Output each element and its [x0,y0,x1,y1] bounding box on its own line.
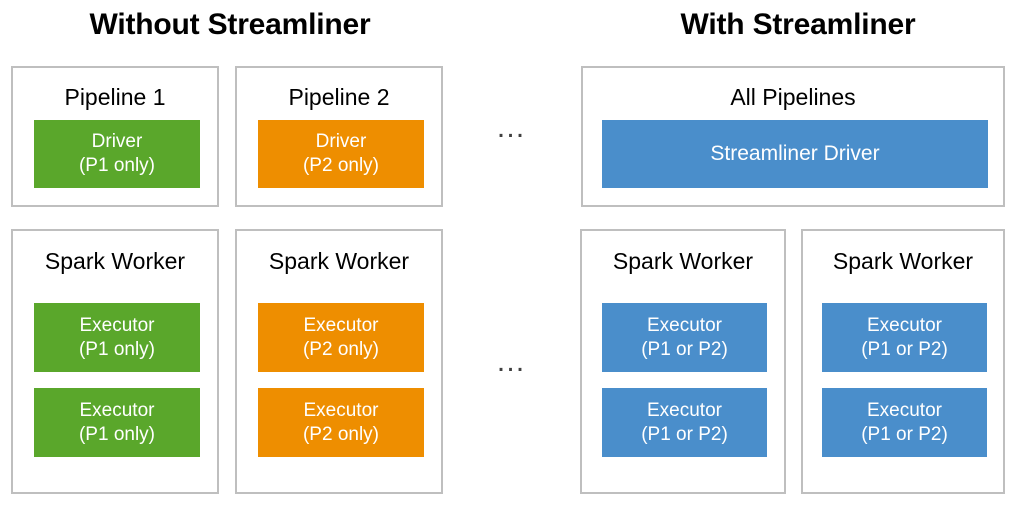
pipeline-card-2: Pipeline 2 Driver (P2 only) [235,66,443,207]
executor-block-w3-e1-line1: Executor [647,314,722,336]
executor-block-w1-e1: Executor (P1 only) [34,303,200,372]
spark-worker-card-2-label: Spark Worker [268,248,410,274]
executor-block-w4-e2: Executor (P1 or P2) [822,388,987,457]
ellipsis-workers: … [495,345,529,378]
driver-block-p2-line2: (P2 only) [302,155,380,176]
streamliner-driver-block-line1: Streamliner Driver [710,142,880,165]
spark-worker-card-2: Spark Worker Executor (P2 only) Executor… [235,229,443,494]
driver-block-p1-line1: Driver [91,131,143,152]
executor-block-w2-e1-line1: Executor [303,314,379,336]
section-title-without-streamliner: Without Streamliner [89,8,371,41]
executor-block-w3-e1: Executor (P1 or P2) [602,303,767,372]
executor-block-w1-e2: Executor (P1 only) [34,388,200,457]
driver-block-p1-line2: (P1 only) [78,155,156,176]
executor-block-w4-e1-line1: Executor [867,314,942,336]
executor-block-w1-e2-line1: Executor [79,399,155,421]
ellipsis-pipelines: … [495,111,529,144]
executor-block-w2-e2-line1: Executor [303,399,379,421]
executor-block-w2-e2-line2: (P2 only) [302,423,380,445]
all-pipelines-card-label: All Pipelines [730,84,856,110]
executor-block-w2-e1-line2: (P2 only) [302,338,380,360]
streamliner-driver-block: Streamliner Driver [602,120,988,188]
section-title-with-streamliner: With Streamliner [680,8,916,41]
executor-block-w4-e2-line1: Executor [867,399,942,421]
executor-block-w4-e1-line2: (P1 or P2) [861,338,948,360]
spark-worker-card-4-label: Spark Worker [832,248,974,274]
spark-worker-card-3-label: Spark Worker [612,248,754,274]
spark-worker-card-3: Spark Worker Executor (P1 or P2) Executo… [580,229,786,494]
spark-worker-card-1-label: Spark Worker [44,248,186,274]
pipeline-card-2-label: Pipeline 2 [288,84,390,110]
all-pipelines-card: All Pipelines Streamliner Driver [581,66,1005,207]
spark-worker-card-1: Spark Worker Executor (P1 only) Executor… [11,229,219,494]
executor-block-w3-e2-line1: Executor [647,399,722,421]
executor-block-w2-e2: Executor (P2 only) [258,388,424,457]
executor-block-w3-e1-line2: (P1 or P2) [641,338,728,360]
pipeline-card-1: Pipeline 1 Driver (P1 only) [11,66,219,207]
driver-block-p2: Driver (P2 only) [258,120,424,188]
pipeline-card-1-label: Pipeline 1 [64,84,166,110]
executor-block-w1-e1-line2: (P1 only) [78,338,156,360]
executor-block-w3-e2: Executor (P1 or P2) [602,388,767,457]
driver-block-p2-line1: Driver [315,131,367,152]
executor-block-w3-e2-line2: (P1 or P2) [641,423,728,445]
executor-block-w1-e2-line2: (P1 only) [78,423,156,445]
spark-worker-card-4: Spark Worker Executor (P1 or P2) Executo… [801,229,1005,494]
executor-block-w4-e1: Executor (P1 or P2) [822,303,987,372]
driver-block-p1: Driver (P1 only) [34,120,200,188]
executor-block-w2-e1: Executor (P2 only) [258,303,424,372]
executor-block-w4-e2-line2: (P1 or P2) [861,423,948,445]
executor-block-w1-e1-line1: Executor [79,314,155,336]
